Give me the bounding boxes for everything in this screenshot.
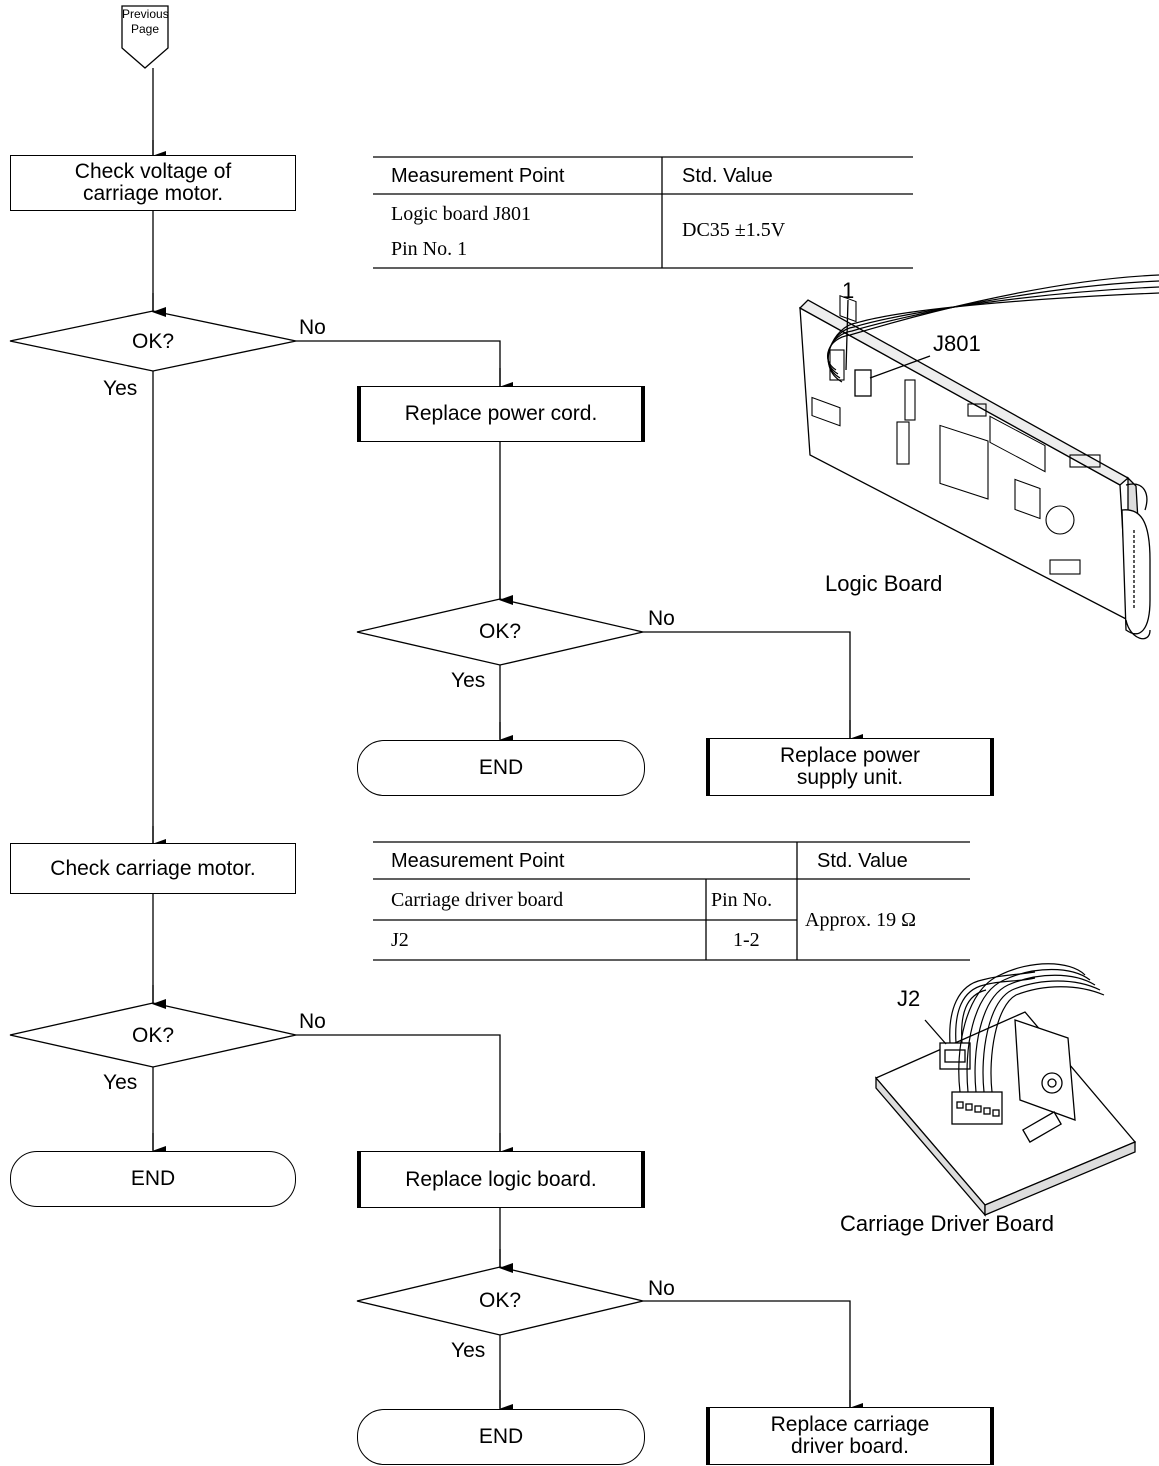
table2-header-point: Measurement Point bbox=[391, 850, 565, 872]
logic-pin-label: 1 bbox=[842, 278, 855, 303]
replace-power-cord-text: Replace power cord. bbox=[404, 402, 598, 425]
decision-3-yes-label: Yes bbox=[103, 1071, 138, 1094]
end-text-1: END bbox=[478, 756, 524, 779]
decision-1-no-label: No bbox=[299, 316, 326, 339]
logic-connector-label: J801 bbox=[933, 331, 981, 356]
replace-power-cord-box: Replace power cord. bbox=[357, 386, 645, 442]
table2-header-value: Std. Value bbox=[817, 850, 908, 872]
replace-carriage-driver-box: Replace carriage driver board. bbox=[706, 1407, 994, 1465]
decision-1-text: OK? bbox=[131, 330, 175, 353]
replace-logic-board-text: Replace logic board. bbox=[405, 1167, 597, 1191]
table1-header-point: Measurement Point bbox=[391, 165, 565, 187]
replace-logic-board-box: Replace logic board. bbox=[357, 1151, 645, 1208]
driver-connector-label: J2 bbox=[897, 986, 921, 1011]
check-voltage-box: Check voltage of carriage motor. bbox=[10, 155, 296, 211]
replace-power-supply-text: Replace power supply unit. bbox=[779, 744, 921, 789]
logic-board-caption: Logic Board bbox=[825, 571, 943, 596]
decision-2-text: OK? bbox=[478, 620, 522, 643]
end-terminal-2: END bbox=[10, 1151, 296, 1207]
end-text-2: END bbox=[130, 1167, 176, 1190]
table1-header-value: Std. Value bbox=[682, 165, 773, 187]
decision-4-no-label: No bbox=[648, 1277, 675, 1300]
table1-row-2: Pin No. 1 bbox=[391, 238, 468, 260]
end-text-3: END bbox=[478, 1425, 524, 1448]
decision-1-yes-label: Yes bbox=[103, 377, 138, 400]
end-terminal-1: END bbox=[357, 740, 645, 796]
logic-board-illustration bbox=[798, 274, 1159, 640]
table2-pins: 1-2 bbox=[733, 929, 760, 951]
previous-page-connector bbox=[121, 5, 169, 69]
decision-3-text: OK? bbox=[131, 1024, 175, 1047]
replace-carriage-driver-text: Replace carriage driver board. bbox=[770, 1413, 930, 1458]
replace-power-supply-box: Replace power supply unit. bbox=[706, 738, 994, 796]
table2-connector: J2 bbox=[391, 929, 409, 951]
decision-3-no-label: No bbox=[299, 1010, 326, 1033]
driver-board-caption: Carriage Driver Board bbox=[840, 1211, 1054, 1236]
check-carriage-motor-box: Check carriage motor. bbox=[10, 843, 296, 894]
decision-2-yes-label: Yes bbox=[451, 669, 486, 692]
table1-row-1: Logic board J801 bbox=[391, 203, 531, 225]
carriage-driver-board-illustration bbox=[874, 963, 1137, 1217]
decision-4-text: OK? bbox=[478, 1289, 522, 1312]
end-terminal-3: END bbox=[357, 1409, 645, 1465]
table1-std-value: DC35 ±1.5V bbox=[682, 219, 786, 241]
table2-pin-header: Pin No. bbox=[711, 889, 773, 911]
table2-std-value: Approx. 19 Ω bbox=[805, 909, 916, 931]
check-voltage-text: Check voltage of carriage motor. bbox=[74, 160, 232, 205]
decision-4-yes-label: Yes bbox=[451, 1339, 486, 1362]
check-carriage-motor-text: Check carriage motor. bbox=[50, 856, 256, 880]
decision-2-no-label: No bbox=[648, 607, 675, 630]
previous-page-label: Previous Page bbox=[122, 7, 169, 36]
table2-board: Carriage driver board bbox=[391, 889, 564, 911]
